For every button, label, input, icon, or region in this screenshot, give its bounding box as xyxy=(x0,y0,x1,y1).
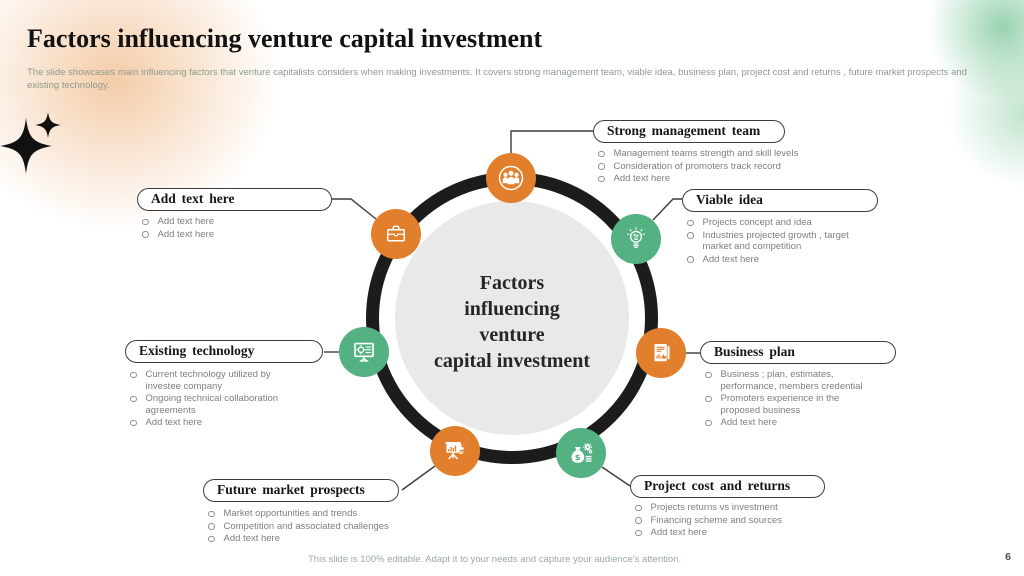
node-title-viable-idea: Viable idea xyxy=(682,189,878,212)
list-item: Add text here xyxy=(635,527,825,539)
list-item: Competition and associated challenges xyxy=(208,521,416,533)
list-item: Add text here xyxy=(705,417,877,429)
diagram-center-title: Factors influencing venture capital inve… xyxy=(397,270,627,374)
sparkle-stars-icon xyxy=(0,112,61,174)
bullet-circle-icon xyxy=(687,219,694,226)
list-item: Projects concept and idea xyxy=(687,217,855,229)
svg-text:$: $ xyxy=(575,452,581,462)
center-title-line: capital investment xyxy=(433,350,591,372)
bullets-project-cost-and-returns: Projects returns vs investment Financing… xyxy=(635,502,825,540)
node-title-project-cost-and-returns: Project cost and returns xyxy=(630,475,825,498)
bullet-circle-icon xyxy=(705,371,712,378)
list-item: Current technology utilized by investee … xyxy=(130,369,292,392)
list-item: Market opportunities and trends xyxy=(208,508,416,520)
footer-note: This slide is 100% editable. Adapt it to… xyxy=(308,554,682,565)
page-number: 6 xyxy=(1005,551,1011,563)
bullet-circle-icon xyxy=(208,523,215,530)
bullets-business-plan: Business ; plan, estimates, performance,… xyxy=(705,369,877,430)
green-gradient-blob-bottom xyxy=(948,38,1024,188)
bullet-circle-icon xyxy=(635,517,642,524)
list-item: Consideration of promoters track record xyxy=(598,161,838,173)
slide-description-line1: The slide showcases main influencing fac… xyxy=(27,67,967,78)
bullet-circle-icon xyxy=(687,256,694,263)
bullet-circle-icon xyxy=(705,419,712,426)
bullet-circle-icon xyxy=(208,510,215,517)
bullets-viable-idea: Projects concept and idea Industries pro… xyxy=(687,217,855,266)
node-title-existing-technology: Existing technology xyxy=(125,340,323,363)
node-title-business-plan: Business plan xyxy=(700,341,896,364)
report-document-icon xyxy=(636,328,686,378)
node-title-add-text-here: Add text here xyxy=(137,188,332,211)
list-item: Promoters experience in the proposed bus… xyxy=(705,393,877,416)
bullet-circle-icon xyxy=(598,175,605,182)
monitor-gear-icon xyxy=(339,327,389,377)
bullet-circle-icon xyxy=(635,529,642,536)
list-item: Projects returns vs investment xyxy=(635,502,825,514)
center-title-line: influencing xyxy=(464,298,560,320)
diagram-hub-circle xyxy=(395,201,629,435)
list-item: Financing scheme and sources xyxy=(635,515,825,527)
list-item: Management teams strength and skill leve… xyxy=(598,148,838,160)
bullet-circle-icon xyxy=(142,218,149,225)
bullet-circle-icon xyxy=(687,232,694,239)
bullet-circle-icon xyxy=(598,150,605,157)
list-item: Add text here xyxy=(142,216,282,228)
bullet-circle-icon xyxy=(130,371,137,378)
briefcase-icon xyxy=(371,209,421,259)
bullet-circle-icon xyxy=(208,535,215,542)
bullets-add-text-here: Add text here Add text here xyxy=(142,216,282,241)
list-item: Ongoing technical collaboration agreemen… xyxy=(130,393,292,416)
list-item: Add text here xyxy=(687,254,855,266)
center-title-line: venture xyxy=(479,324,545,346)
list-item: Add text here xyxy=(142,229,282,241)
center-title-line: Factors xyxy=(479,272,545,294)
team-people-icon xyxy=(486,153,536,203)
node-title-strong-management-team: Strong management team xyxy=(593,120,785,143)
bullet-circle-icon xyxy=(130,419,137,426)
list-item: Add text here xyxy=(598,173,838,185)
slide-description: The slide showcases main influencing fac… xyxy=(27,67,987,92)
bullet-circle-icon xyxy=(130,395,137,402)
node-title-future-market-prospects: Future market prospects xyxy=(203,479,399,502)
list-item: Business ; plan, estimates, performance,… xyxy=(705,369,877,392)
bullet-circle-icon xyxy=(705,395,712,402)
presentation-chart-icon xyxy=(430,426,480,476)
money-bag-gear-icon: $ xyxy=(556,428,606,478)
lightbulb-icon xyxy=(611,214,661,264)
slide-description-line2: existing technology. xyxy=(27,79,110,91)
bullet-circle-icon xyxy=(142,231,149,238)
page-title: Factors influencing venture capital inve… xyxy=(27,24,543,53)
bullets-existing-technology: Current technology utilized by investee … xyxy=(130,369,292,430)
bullets-strong-management-team: Management teams strength and skill leve… xyxy=(598,148,838,186)
list-item: Industries projected growth , target mar… xyxy=(687,230,855,253)
bullet-circle-icon xyxy=(635,504,642,511)
list-item: Add text here xyxy=(208,533,416,545)
bullet-circle-icon xyxy=(598,163,605,170)
bullets-future-market-prospects: Market opportunities and trends Competit… xyxy=(208,508,416,546)
list-item: Add text here xyxy=(130,417,292,429)
